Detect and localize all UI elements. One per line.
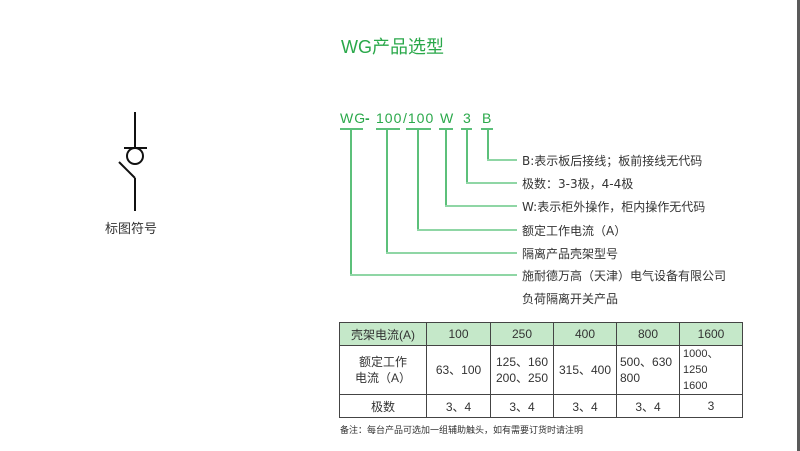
page-right-border: [797, 0, 800, 451]
code-series: WG: [340, 110, 367, 126]
leader-wiring-v: [487, 128, 489, 160]
leader-series-v: [350, 128, 352, 275]
table-header-cell: 250: [490, 322, 554, 346]
cell-line: 200、250: [495, 371, 549, 385]
code-operation: W: [440, 110, 455, 126]
table-row: 额定工作 电流（A） 63、100 125、160 200、250 315、40…: [339, 345, 743, 395]
footnote: 备注：每台产品可选加一组辅助触头，如有需要订货时请注明: [340, 426, 584, 436]
leader-frame-v: [386, 128, 388, 253]
table-header-cell: 1600: [679, 322, 743, 346]
page-title: WG产品选型: [341, 37, 444, 57]
row-label: 额定工作 电流（A）: [339, 345, 427, 395]
cell-line: 1000、1250: [683, 348, 719, 376]
leader-wiring-h: [487, 159, 517, 161]
leader-operation-v: [445, 128, 447, 206]
table-cell: 500、630 800: [616, 345, 680, 395]
table-cell: 3、4: [426, 394, 491, 418]
row-label: 极数: [339, 394, 427, 418]
cell-line: 1600: [683, 380, 708, 392]
code-frame: 100: [376, 110, 403, 126]
leader-rated-h: [417, 229, 517, 231]
table-header-row: 壳架电流(A) 100 250 400 800 1600: [339, 322, 743, 346]
code-wiring: B: [482, 110, 493, 126]
cell-line: 125、160: [495, 355, 549, 369]
cell-line: 500、630: [620, 355, 673, 369]
table-header-cell: 800: [616, 322, 680, 346]
table-cell: 3、4: [616, 394, 680, 418]
symbol-label: 标图符号: [105, 222, 158, 237]
table-cell: 3、4: [490, 394, 554, 418]
table-cell: 3、4: [553, 394, 617, 418]
table-row: 极数 3、4 3、4 3、4 3、4 3: [339, 394, 743, 418]
desc-operation: W:表示柜外操作，柜内操作无代码: [522, 200, 706, 214]
cell-line: 63、100: [435, 363, 482, 377]
leader-frame-h: [386, 252, 517, 254]
desc-wiring: B:表示板后接线；板前接线无代码: [522, 154, 703, 168]
desc-frame-model: 隔离产品壳架型号: [522, 247, 619, 261]
table-header-cell: 壳架电流(A): [339, 322, 427, 346]
desc-rated-current: 额定工作电流（A）: [522, 224, 627, 238]
underline-series: [340, 128, 363, 130]
leader-poles-v: [466, 128, 468, 183]
table-cell: 63、100: [426, 345, 491, 395]
leader-poles-h: [466, 182, 517, 184]
leader-series-h: [350, 274, 517, 276]
table-cell: 315、400: [553, 345, 617, 395]
desc-poles: 极数：3-3极，4-4极: [522, 177, 634, 191]
cell-line: 800: [620, 371, 641, 385]
row-label-line: 额定工作: [358, 355, 407, 369]
table-cell: 1000、1250 1600: [679, 345, 743, 395]
table-header-cell: 400: [553, 322, 617, 346]
row-label-line: 电流（A）: [354, 371, 411, 385]
leader-operation-h: [445, 205, 517, 207]
table-header-cell: 100: [426, 322, 491, 346]
code-poles: 3: [463, 110, 472, 126]
desc-product-type: 负荷隔离开关产品: [522, 292, 619, 306]
cell-line: 315、400: [558, 363, 612, 377]
underline-frame: [376, 128, 400, 130]
table-cell: 3: [679, 394, 743, 418]
spec-table: 壳架电流(A) 100 250 400 800 1600 额定工作 电流（A） …: [339, 322, 743, 418]
table-cell: 125、160 200、250: [490, 345, 554, 395]
leader-rated-v: [417, 128, 419, 230]
underline-rated: [406, 128, 431, 130]
code-dash: -: [365, 110, 371, 126]
isolating-switch-symbol-icon: [118, 112, 147, 211]
code-rated: /100: [403, 110, 435, 126]
desc-company: 施耐德万高（天津）电气设备有限公司: [522, 269, 727, 283]
